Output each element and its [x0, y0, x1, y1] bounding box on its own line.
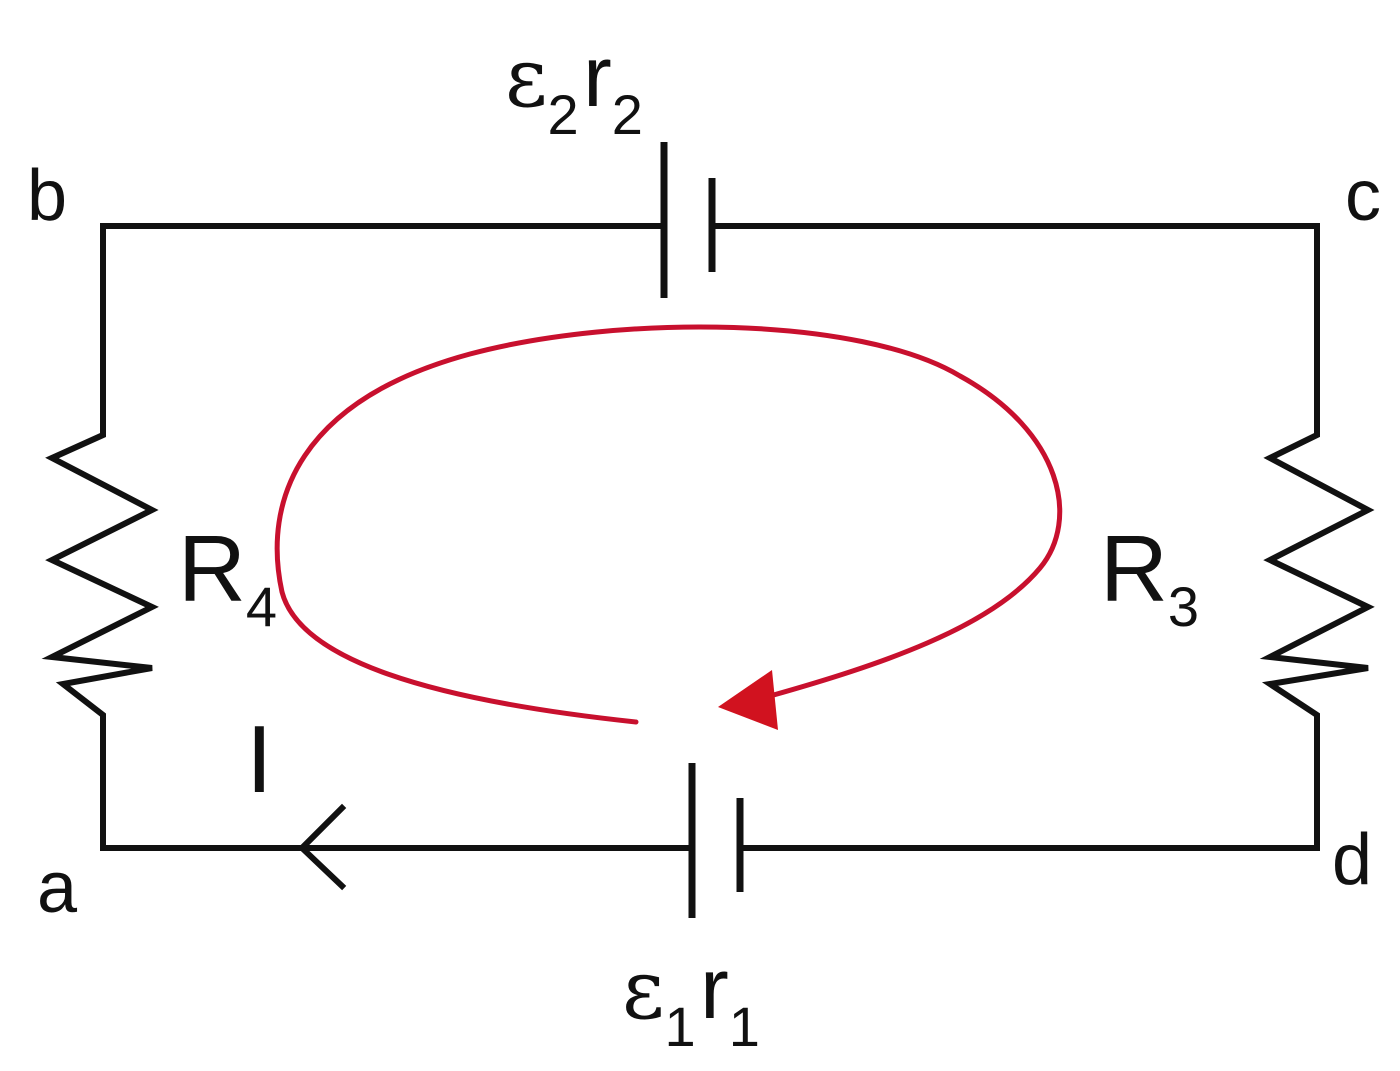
clockwise-loop-arrow-icon: [274, 324, 1063, 725]
current-direction-arrow-icon: [297, 803, 347, 891]
battery-bottom-resistance-symbol: r: [700, 941, 729, 1037]
battery-top-emf-symbol: ε: [505, 31, 548, 126]
node-label-b: b: [27, 156, 68, 236]
resistor-r3-subscript: 3: [1167, 575, 1200, 639]
resistor-label-r3: R3: [1100, 522, 1199, 635]
battery-label-top: ε2 r2: [505, 34, 643, 143]
node-label-a: a: [37, 848, 78, 928]
battery-label-bottom: ε1 r1: [622, 946, 760, 1055]
resistor-label-r4: R4: [178, 522, 277, 635]
battery-bottom-resistance-subscript: 1: [728, 995, 760, 1058]
resistor-left-r4: [41, 223, 159, 851]
battery-top-resistance-subscript: 2: [611, 83, 643, 146]
resistor-right-r3: [1259, 223, 1375, 851]
battery-bottom-emf-subscript: 1: [664, 995, 696, 1058]
node-label-d: d: [1332, 820, 1373, 900]
loop-arrowhead: [718, 670, 778, 730]
node-label-c: c: [1345, 156, 1381, 236]
resistor-r4-symbol: R: [178, 516, 246, 621]
current-label: I: [246, 706, 273, 813]
battery-top-emf-subscript: 2: [547, 83, 579, 146]
resistor-r4-subscript: 4: [245, 575, 278, 639]
battery-top-resistance-symbol: r: [583, 29, 612, 125]
resistor-r3-symbol: R: [1100, 516, 1168, 621]
battery-bottom-emf-symbol: ε: [622, 943, 665, 1038]
